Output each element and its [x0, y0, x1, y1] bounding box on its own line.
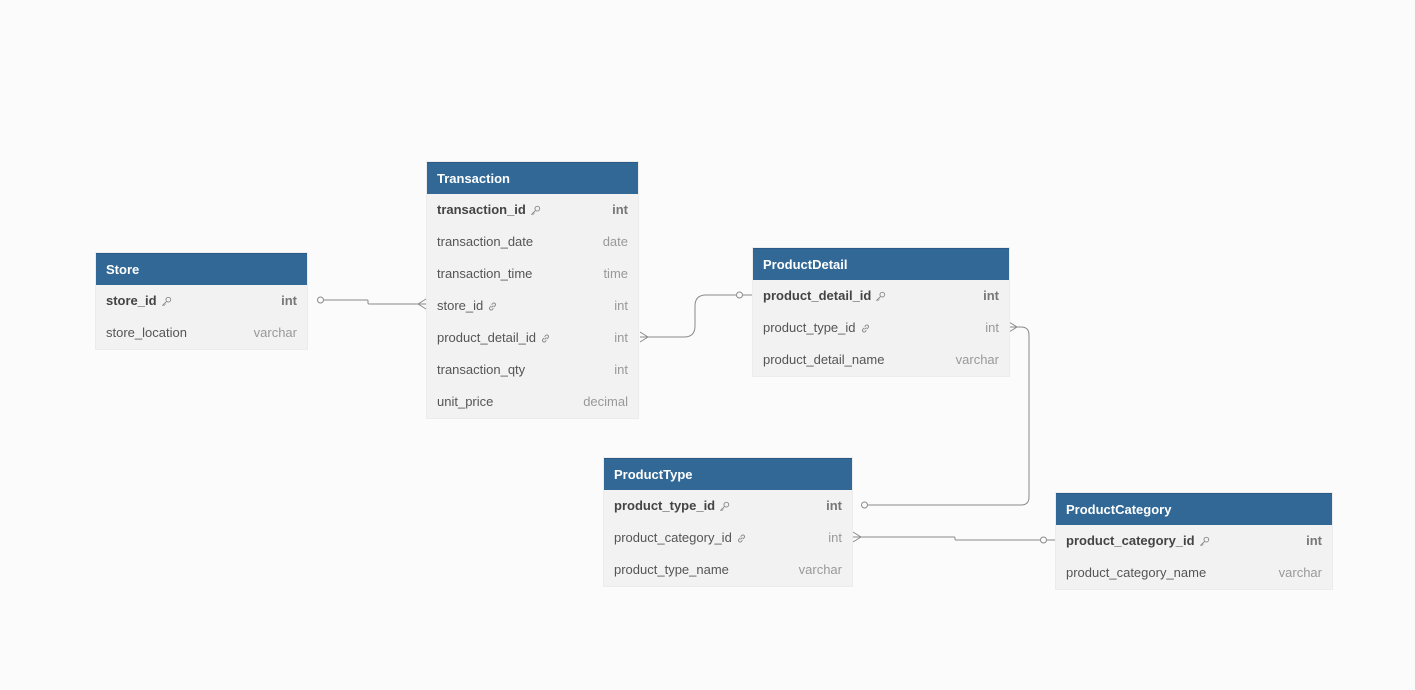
field-type: date	[602, 234, 628, 249]
field-row-transaction-id[interactable]: transaction_id int	[427, 194, 638, 226]
field-row-product-type-id[interactable]: product_type_id int	[604, 490, 852, 522]
field-type: int	[985, 320, 999, 335]
field-name: product_detail_id	[437, 330, 537, 345]
field-row-transaction-date[interactable]: transaction_date date	[427, 226, 638, 258]
field-name-group: store_id	[106, 285, 172, 317]
field-name-group: transaction_time	[437, 258, 532, 290]
field-name-group: product_category_id	[1066, 525, 1210, 557]
field-name: transaction_time	[437, 266, 533, 281]
field-type: int	[826, 498, 842, 513]
field-name-group: transaction_id	[437, 194, 541, 226]
table-header-store[interactable]: Store	[96, 253, 307, 285]
field-type: int	[612, 202, 628, 217]
field-name: transaction_date	[437, 234, 534, 249]
field-name-group: product_detail_name	[763, 344, 884, 376]
field-name: product_detail_name	[763, 352, 885, 367]
field-name: product_detail_id	[763, 288, 872, 303]
key-icon	[875, 291, 886, 302]
field-row-store-location[interactable]: store_location varchar	[96, 317, 307, 349]
field-name-group: product_category_name	[1066, 557, 1206, 589]
field-row-product-detail-name[interactable]: product_detail_name varchar	[753, 344, 1009, 376]
table-header-transaction[interactable]: Transaction	[427, 162, 638, 194]
relation-productcategory-producttype	[861, 536, 1040, 541]
relation-productdetail-transaction	[648, 294, 736, 338]
field-row-product-category-id[interactable]: product_category_id int	[604, 522, 852, 554]
link-icon	[860, 323, 871, 334]
field-row-store-id[interactable]: store_id int	[96, 285, 307, 317]
field-row-product-detail-id[interactable]: product_detail_id int	[753, 280, 1009, 312]
field-row-product-type-name[interactable]: product_type_name varchar	[604, 554, 852, 586]
field-type: varchar	[253, 325, 297, 340]
field-row-product-type-id[interactable]: product_type_id int	[753, 312, 1009, 344]
field-name: product_category_id	[1066, 533, 1195, 548]
field-type: varchar	[955, 352, 999, 367]
field-name-group: product_category_id	[614, 522, 747, 554]
field-name-group: store_id	[437, 290, 498, 322]
field-type: int	[828, 530, 842, 545]
field-name: product_type_id	[614, 498, 716, 513]
field-row-transaction-qty[interactable]: transaction_qty int	[427, 354, 638, 386]
table-store[interactable]: Store store_id int store_location varchar	[96, 253, 307, 349]
field-type: int	[614, 298, 628, 313]
field-type: varchar	[798, 562, 842, 577]
field-row-store-id[interactable]: store_id int	[427, 290, 638, 322]
field-row-transaction-time[interactable]: transaction_time time	[427, 258, 638, 290]
key-icon	[719, 501, 730, 512]
field-name-group: product_detail_id	[763, 280, 886, 312]
field-row-unit-price[interactable]: unit_price decimal	[427, 386, 638, 418]
field-type: int	[983, 288, 999, 303]
field-name-group: store_location	[106, 317, 187, 349]
field-name: store_id	[106, 293, 157, 308]
field-type: int	[1306, 533, 1322, 548]
field-type: int	[281, 293, 297, 308]
field-name: store_id	[437, 298, 484, 313]
field-type: int	[614, 330, 628, 345]
field-name-group: transaction_qty	[437, 354, 525, 386]
field-name: transaction_qty	[437, 362, 526, 377]
field-name-group: product_type_id	[763, 312, 871, 344]
field-name-group: product_type_id	[614, 490, 730, 522]
key-icon	[1199, 536, 1210, 547]
field-type: decimal	[583, 394, 628, 409]
field-type: int	[614, 362, 628, 377]
link-icon	[487, 301, 498, 312]
link-icon	[736, 533, 747, 544]
table-header-productcategory[interactable]: ProductCategory	[1056, 493, 1332, 525]
field-name-group: transaction_date	[437, 226, 533, 258]
field-row-product-detail-id[interactable]: product_detail_id int	[427, 322, 638, 354]
key-icon	[530, 205, 541, 216]
field-name: product_category_id	[614, 530, 732, 545]
key-icon	[161, 296, 172, 307]
field-name: store_location	[106, 325, 187, 340]
field-row-product-category-name[interactable]: product_category_name varchar	[1056, 557, 1332, 589]
field-name: product_type_id	[763, 320, 856, 335]
field-name-group: product_type_name	[614, 554, 729, 586]
link-icon	[540, 333, 551, 344]
relation-store-transaction	[324, 299, 418, 305]
field-name: transaction_id	[437, 202, 526, 217]
field-name-group: unit_price	[437, 386, 493, 418]
field-type: varchar	[1278, 565, 1322, 580]
field-name-group: product_detail_id	[437, 322, 551, 354]
field-row-product-category-id[interactable]: product_category_id int	[1056, 525, 1332, 557]
table-header-productdetail[interactable]: ProductDetail	[753, 248, 1009, 280]
field-name: product_type_name	[614, 562, 729, 577]
field-type: time	[603, 266, 628, 281]
field-name: unit_price	[437, 394, 494, 409]
table-header-producttype[interactable]: ProductType	[604, 458, 852, 490]
field-name: product_category_name	[1066, 565, 1207, 580]
